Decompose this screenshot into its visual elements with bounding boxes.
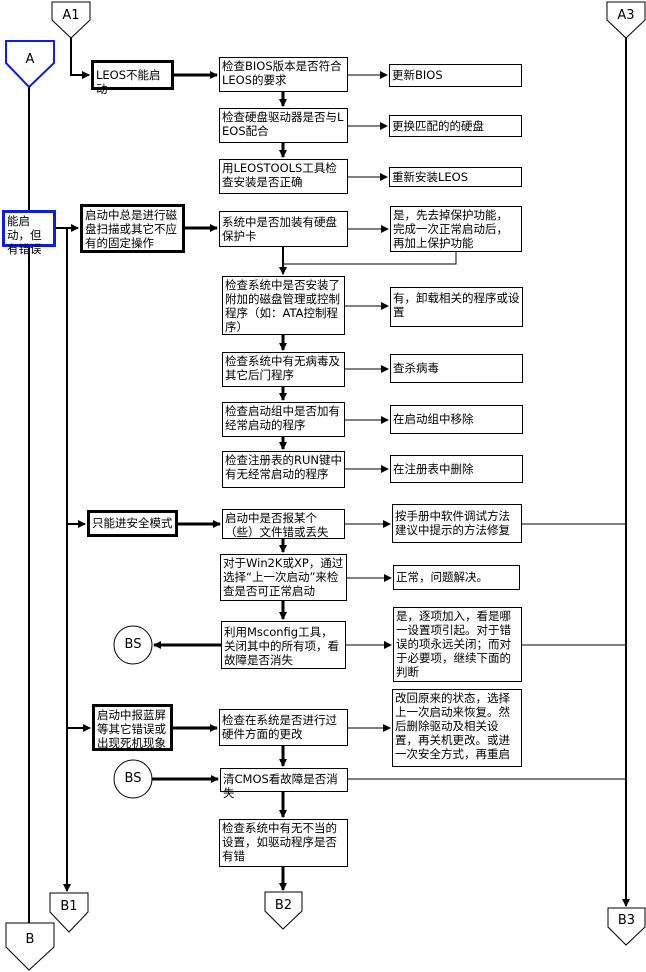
connector-b-shape <box>5 922 55 971</box>
virus-fix-box: 查杀病毒 <box>390 354 523 383</box>
connector-b3-label: B3 <box>617 913 636 928</box>
registry-run-box: 检查注册表的RUN键中有无经常启动的程序 <box>222 451 345 488</box>
disk-mgmt-box: 检查系统中是否安装了附加的磁盘管理或控制程序（如：ATA控制程序） <box>222 276 345 335</box>
connector-b-label: B <box>25 932 35 947</box>
hardware-change-box: 检查在系统是否进行过硬件方面的更改 <box>219 709 348 746</box>
bs-connector-1-label: BS <box>124 637 142 652</box>
startup-group-fix-box: 在启动组中移除 <box>390 405 523 434</box>
leostools-check-box: 用LEOSTOOLS工具检查安装是否正确 <box>219 159 348 194</box>
connector-b2-shape <box>264 891 303 930</box>
improper-settings-box: 检查系统中有无不当的设置，如驱动程序是否有错 <box>219 819 348 867</box>
boots-with-errors-box: 能启动，但有错误 <box>2 210 56 256</box>
protect-card-fix-box: 是，先去掉保护功能，完成一次正常启动后，再加上保护功能 <box>390 206 522 252</box>
connector-b3-shape <box>607 907 646 946</box>
registry-fix-box: 在注册表中删除 <box>390 455 523 483</box>
cannot-boot-box: LEOS不能启动 <box>91 60 174 96</box>
reinstall-box: 重新安装LEOS <box>389 167 522 187</box>
check-hdd-driver-box: 检查硬盘驱动器是否与LEOS配合 <box>219 108 348 143</box>
bluescreen-box: 启动中报蓝屏等其它错误或出现死机现象 <box>92 704 173 751</box>
msconfig-box: 利用Msconfig工具，关闭其中的所有项，看故障是否消失 <box>221 621 346 669</box>
check-bios-box: 检查BIOS版本是否符合LEOS的要求 <box>219 57 348 92</box>
disk-scan-box: 启动中总是进行磁盘扫描或其它不应有的固定操作 <box>80 204 185 253</box>
connector-b1-shape <box>49 892 89 933</box>
file-error-fix-box: 按手册中软件调试方法建议中提示的方法修复 <box>392 504 522 543</box>
connector-a1-label: A1 <box>62 8 80 23</box>
connector-a3-shape <box>606 1 646 39</box>
msconfig-fix-box: 是，逐项加入，看是哪一设置项引起。对于错误的项永远关闭；而对于必要项，继续下面的… <box>393 607 522 682</box>
last-known-good-box: 对于Win2K或XP，通过选择“上一次启动”来检查是否可正常启动 <box>220 554 347 601</box>
startup-group-box: 检查启动组中是否加有经常启动的程序 <box>222 402 345 437</box>
bs-connector-1-shape <box>113 625 153 665</box>
update-bios-box: 更新BIOS <box>389 64 522 87</box>
protect-card-box: 系统中是否加装有硬盘保护卡 <box>219 211 348 247</box>
connector-a3-label: A3 <box>617 8 635 23</box>
connector-a1-shape <box>51 1 91 39</box>
replace-hdd-box: 更换匹配的的硬盘 <box>389 115 522 137</box>
connector-a-shape <box>5 40 55 89</box>
safe-mode-only-box: 只能进安全模式 <box>87 510 178 537</box>
hardware-fix-box: 改回原来的状态，选择上一次启动来恢复。然后删除驱动及相关设置，再关机更改。或进一… <box>392 689 522 767</box>
disk-mgmt-fix-box: 有，卸载相关的程序或设置 <box>390 287 523 327</box>
virus-check-box: 检查系统中有无病毒及其它后门程序 <box>222 352 345 387</box>
solved-box: 正常，问题解决。 <box>393 565 520 590</box>
file-error-box: 启动中是否报某个（些）文件错或丢失 <box>222 509 345 539</box>
connector-b1-label: B1 <box>60 899 78 914</box>
connector-b2-label: B2 <box>274 898 293 913</box>
bs-connector-2-label: BS <box>124 771 142 786</box>
clear-cmos-box: 清CMOS看故障是否消失 <box>220 768 348 800</box>
connector-a-label: A <box>25 52 35 67</box>
